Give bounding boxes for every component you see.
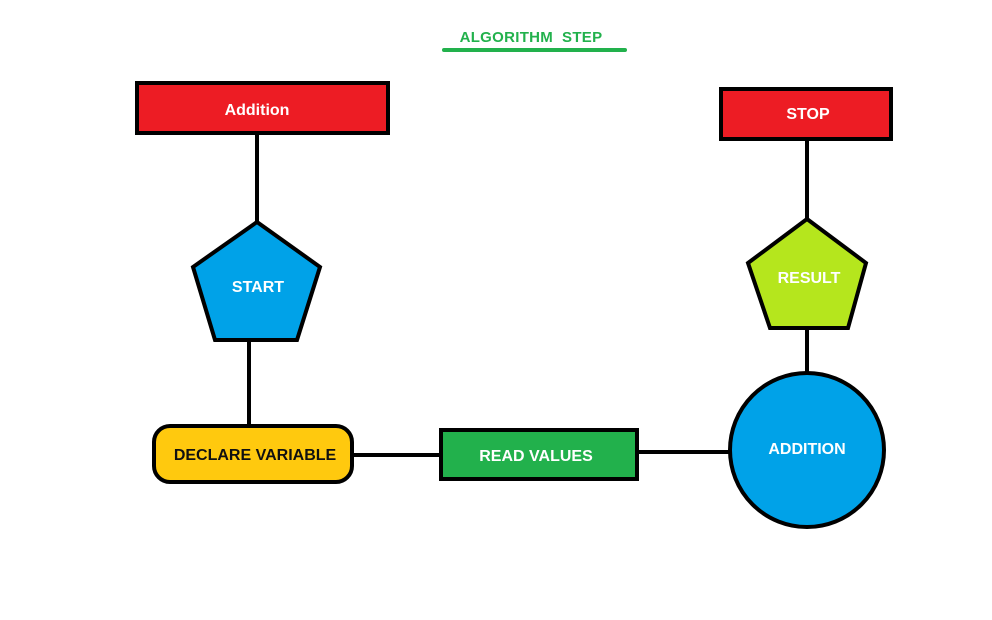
result-label: RESULT [778,270,841,287]
edges [247,133,809,457]
node-result: RESULT [745,216,869,330]
node-declare-variable: DECLARE VARIABLE [152,424,354,484]
start-label: START [232,279,284,296]
node-stop: STOP [719,87,893,141]
stop-box [719,87,893,141]
addition-header-label: Addition [225,102,290,119]
diagram-title: ALGORITHM STEP [460,29,603,46]
addition-circle-label: ADDITION [768,441,845,458]
stop-label: STOP [786,106,830,123]
addition-header-box [135,81,390,135]
node-addition-header: Addition [135,81,390,135]
read-values-box [439,428,639,481]
addition-circle [728,371,886,529]
node-read-values: READ VALUES [439,428,639,481]
declare-variable-label: DECLARE VARIABLE [174,447,337,464]
declare-variable-box [152,424,354,484]
read-values-label: READ VALUES [479,448,593,465]
node-start: START [190,219,323,342]
start-pentagon [190,219,323,342]
result-pentagon [745,216,869,330]
node-addition-circle: ADDITION [728,371,886,529]
